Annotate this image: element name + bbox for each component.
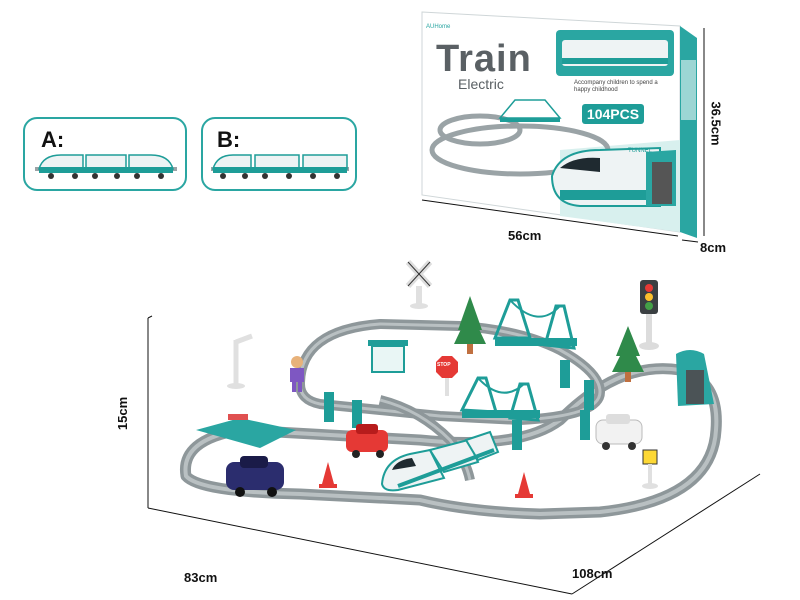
box-title: Train	[436, 38, 532, 80]
package-box	[421, 11, 697, 238]
set-width-label: 108cm	[572, 566, 613, 581]
set-height-label: 15cm	[115, 396, 131, 431]
variant-b-label: B:	[217, 127, 241, 152]
box-width-label: 56cm	[508, 228, 542, 243]
box-brand: AUHome	[426, 24, 451, 30]
tree-icons	[454, 296, 644, 382]
variant-a-box[interactable]: A:	[23, 117, 187, 191]
set-depth-label: 83cm	[184, 570, 218, 585]
stop-sign-label: STOP	[437, 362, 451, 368]
variant-b-train-icon	[211, 154, 349, 179]
electric-train-icon	[380, 430, 500, 492]
railroad-crossing-icon	[405, 259, 433, 309]
set-dimension-lines	[147, 315, 761, 595]
stop-sign-icon	[436, 356, 458, 396]
tunnel-label: TUNNEL	[628, 148, 653, 154]
variant-b-box[interactable]: B:	[201, 117, 357, 191]
traffic-cone-icons	[319, 462, 533, 498]
box-subtitle: Electric	[458, 76, 504, 92]
pieces-badge: 104PCS	[582, 104, 644, 124]
track-layout	[179, 298, 722, 520]
street-lamp-icon	[227, 333, 253, 389]
box-tagline: Accompany children to spend a happy chil…	[574, 80, 658, 93]
box-depth-label: 8cm	[700, 240, 727, 255]
variant-a-label: A:	[41, 127, 65, 152]
variant-a-train-icon	[35, 154, 177, 179]
yield-sign-icon	[642, 449, 658, 489]
box-dimension-lines	[421, 28, 705, 243]
box-height-label: 36.5cm	[708, 101, 724, 146]
traffic-light-icon	[639, 280, 659, 350]
car-icons	[226, 414, 643, 497]
person-figure-icon	[290, 356, 304, 392]
